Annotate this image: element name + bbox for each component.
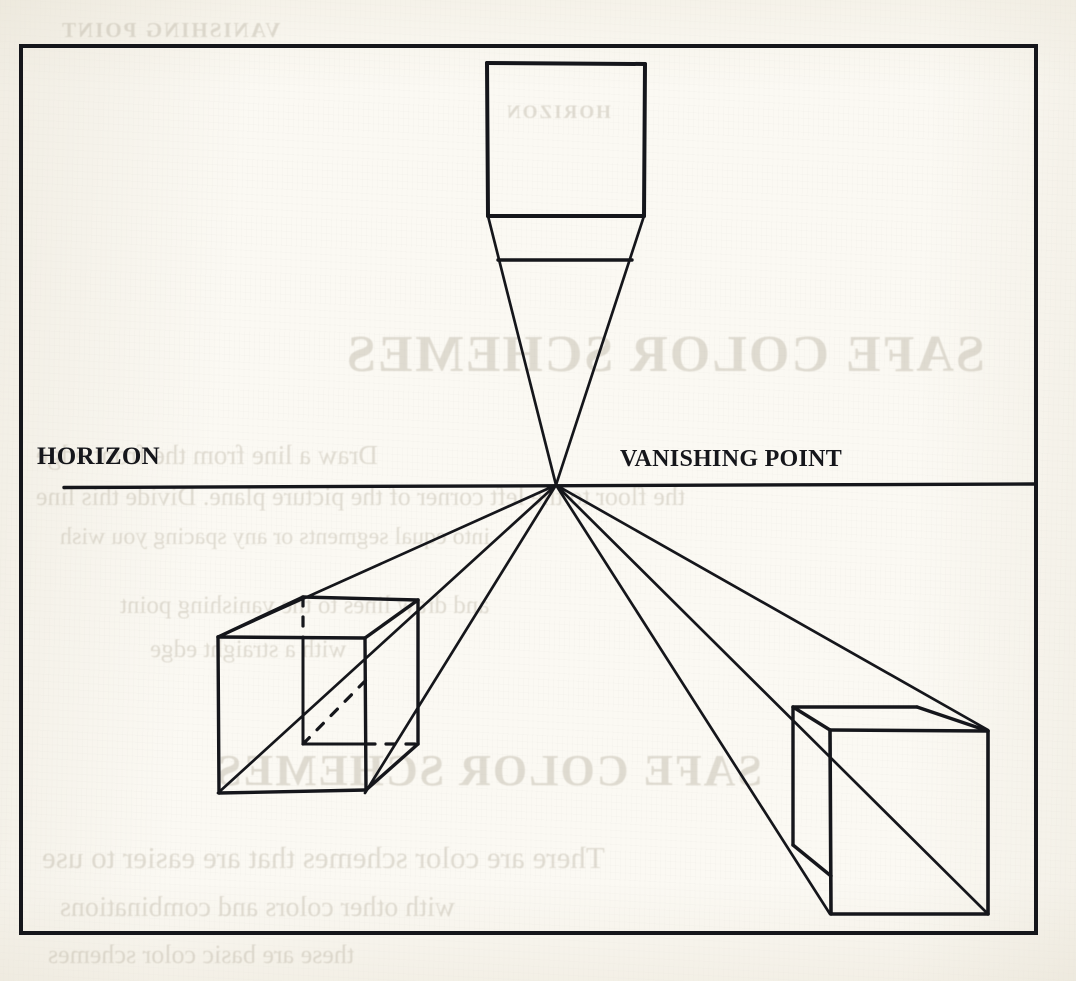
horizon-line: [62, 482, 1036, 490]
top-square: [485, 61, 647, 218]
horizon-label: HORIZON: [37, 443, 160, 470]
hidden-edge-diagonal: [301, 678, 368, 746]
left-transparent-box: [216, 595, 420, 795]
right-solid-box: [791, 705, 990, 916]
right-box-rays: [554, 483, 990, 916]
top-square-convergence-rays: [486, 214, 646, 487]
diagram-border: [19, 44, 1038, 935]
vanishing-point-label: VANISHING POINT: [620, 446, 843, 472]
